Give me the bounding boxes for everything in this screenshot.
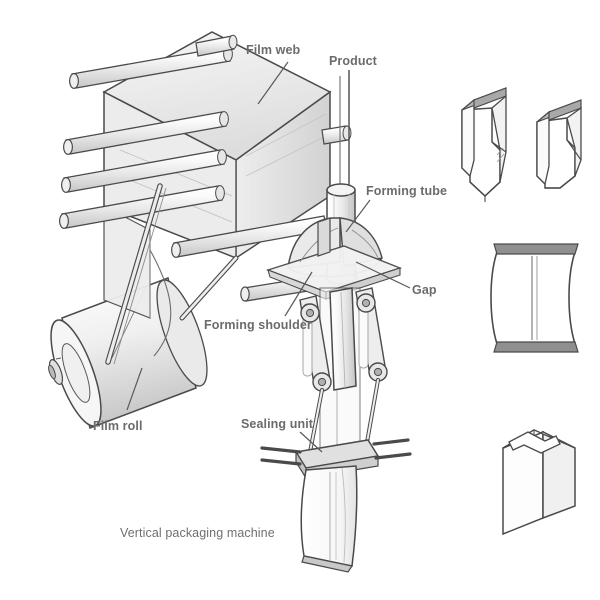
leader-film-web: [257, 61, 289, 105]
package-gusseted-bag-rear: [536, 99, 582, 189]
film-roll: [48, 277, 208, 429]
guide-roller-4: [58, 185, 225, 230]
sealing-unit: [260, 287, 412, 481]
label-film-roll: Film roll: [93, 419, 143, 433]
package-pillow-pouch: [490, 243, 579, 353]
formed-bag: [300, 465, 358, 573]
leader-film-roll: [126, 367, 143, 411]
leader-lines: [126, 61, 411, 453]
figure-caption: Vertical packaging machine: [120, 526, 275, 540]
label-forming-tube: Forming tube: [366, 184, 448, 198]
leader-forming-tube: [345, 199, 371, 233]
leader-gap: [355, 261, 411, 289]
label-forming-shoulder: Forming shoulder: [204, 318, 312, 332]
sealing-jaw-block: [329, 287, 357, 391]
label-product: Product: [329, 54, 377, 68]
guide-roller-8: [195, 34, 238, 57]
leader-forming-shoulder: [284, 271, 313, 317]
package-carton-brick: [502, 429, 576, 536]
package-gusseted-bag-front: [461, 87, 507, 202]
sealing-pivots: [300, 293, 388, 392]
label-film-web: Film web: [246, 43, 301, 57]
leader-sealing-unit: [299, 431, 323, 453]
forming-shoulder: [265, 217, 403, 300]
guide-roller-1: [68, 46, 233, 89]
guide-roller-7: [321, 125, 352, 145]
guide-roller-3: [60, 149, 227, 194]
label-gap: Gap: [412, 283, 437, 297]
label-sealing-unit: Sealing unit: [241, 417, 314, 431]
support-arms: [105, 183, 239, 365]
guide-roller-2: [62, 111, 229, 156]
